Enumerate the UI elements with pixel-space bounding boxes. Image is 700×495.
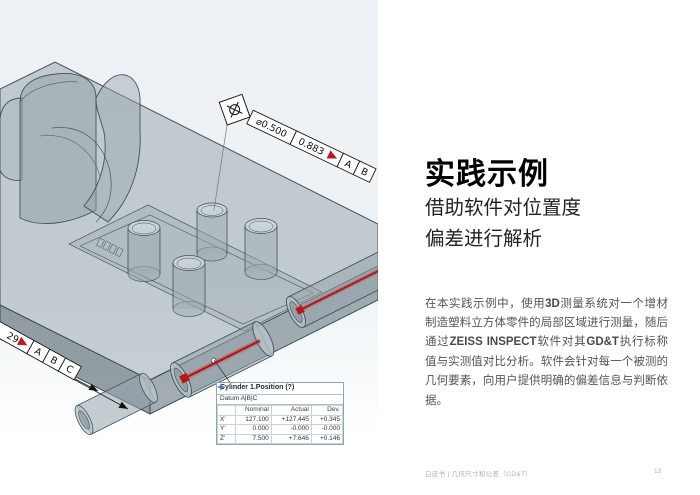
- measurement-table: Cylinder 1.Position (?) Datum A|B|C Nomi…: [216, 382, 344, 445]
- footer-document-title: 白皮书 | 几何尺寸和公差（GD&T）: [425, 471, 533, 478]
- body-paragraph: 在本实践示例中，使用3D测量系统对一个增材制造塑料立方体零件的局部区域进行测量，…: [425, 297, 669, 407]
- footer-page-number: 13: [654, 468, 662, 475]
- datum-ref: B: [48, 355, 59, 368]
- col-header: Nominal: [235, 405, 272, 416]
- tube-left: [74, 372, 158, 435]
- nominal-value: 127.100: [235, 414, 272, 425]
- actual-value: +7.646: [270, 433, 312, 444]
- deviation-value: -0.000: [310, 424, 344, 435]
- subtitle-line: 偏差进行解析: [425, 227, 543, 250]
- fcf-leader: [213, 124, 228, 211]
- table-title: Cylinder 1.Position (?): [217, 383, 343, 395]
- table-leader: [213, 359, 232, 385]
- tube-right: [285, 251, 378, 328]
- out-of-tolerance-flag-icon: [326, 150, 338, 159]
- table-header-row: Nominal Actual Dev.: [217, 383, 344, 416]
- cad-render: ⌀0.500 0.883 A B 29 A B C: [0, 61, 378, 435]
- axis-endpoint-marker: [179, 372, 190, 384]
- saddle-boss: [0, 72, 141, 224]
- position-icon: [217, 383, 225, 391]
- page-title: 实践示例: [425, 158, 549, 191]
- col-header: Actual: [270, 405, 312, 416]
- datum-ref: C: [64, 363, 75, 376]
- datum-ref: B: [359, 166, 370, 179]
- deviation-value: 29: [5, 330, 21, 345]
- nominal-value: 0.000: [235, 424, 272, 435]
- col-header: Dev.: [310, 405, 344, 416]
- cad-viewport: ⌀0.500 0.883 A B 29 A B C Cylinder 1.Po: [0, 0, 378, 495]
- cylinder-axis-red: [184, 339, 261, 379]
- deviation-value: +0.146: [310, 433, 344, 444]
- actual-value: -0.000: [270, 424, 312, 435]
- gdt-position-icon: [226, 101, 243, 118]
- datum-ref: A: [343, 158, 354, 171]
- deviation-value: +0.345: [310, 414, 344, 425]
- table-datum-row: Datum A|B|C: [217, 395, 343, 405]
- nominal-value: 7.500: [235, 433, 272, 444]
- fcf-callout-bottom: 29 A B C: [0, 305, 82, 381]
- cylinder-bosses: [127, 202, 278, 317]
- table-row: Y' 0.000 -0.000 -0.000: [217, 424, 344, 435]
- row-label: Y': [217, 424, 236, 435]
- actual-value: +127.445: [270, 414, 312, 425]
- row-label: X': [217, 414, 236, 425]
- table-row: X' 127.100 +127.445 +0.345: [217, 414, 344, 425]
- row-label: Z': [217, 433, 236, 444]
- embossed-marks: [96, 237, 124, 258]
- axis-endpoint-marker: [295, 305, 305, 315]
- table-row: Z' 7.500 +7.646 +0.146: [217, 433, 344, 444]
- measured-cylinder-tube: [170, 321, 275, 398]
- out-of-tolerance-flag-icon: [16, 336, 28, 346]
- page-subtitle: 借助软件对位置度 偏差进行解析: [425, 193, 581, 254]
- subtitle-line: 借助软件对位置度: [425, 197, 582, 219]
- cylinder-axis-red: [300, 268, 378, 311]
- datum-ref: A: [32, 346, 43, 359]
